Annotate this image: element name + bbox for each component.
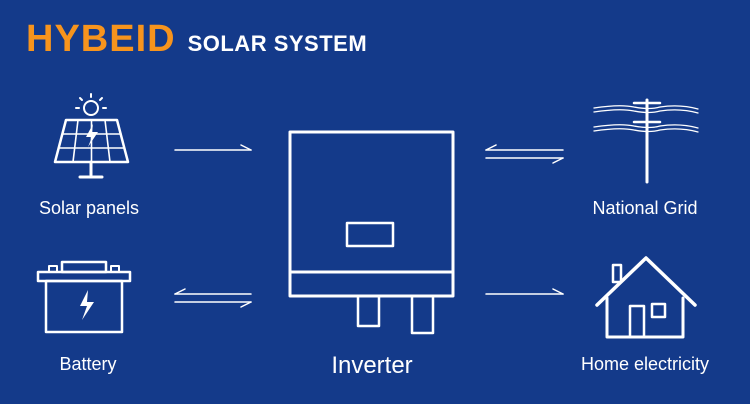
home-electricity-label: Home electricity — [580, 354, 710, 374]
national-grid-label: National Grid — [592, 198, 698, 218]
flow-arrow-battery-inverter — [174, 288, 252, 308]
flow-arrows — [174, 144, 564, 308]
brand-header: HYBEID SOLAR SYSTEM — [26, 18, 367, 61]
power-pole-icon — [593, 98, 699, 184]
inverter-icon — [288, 130, 455, 335]
flow-arrow-solar-inverter — [174, 144, 252, 151]
house-icon — [595, 256, 697, 339]
battery-label: Battery — [59, 354, 117, 374]
brand-subtitle: SOLAR SYSTEM — [187, 31, 368, 56]
inverter-label: Inverter — [331, 352, 413, 379]
flow-arrow-inverter-grid — [485, 144, 564, 164]
solar-panels-label: Solar panels — [38, 198, 140, 218]
flow-arrow-inverter-home — [485, 288, 564, 295]
brand-name: HYBEID — [26, 18, 176, 60]
battery-icon — [36, 260, 132, 334]
solar-panel-icon — [53, 93, 130, 179]
